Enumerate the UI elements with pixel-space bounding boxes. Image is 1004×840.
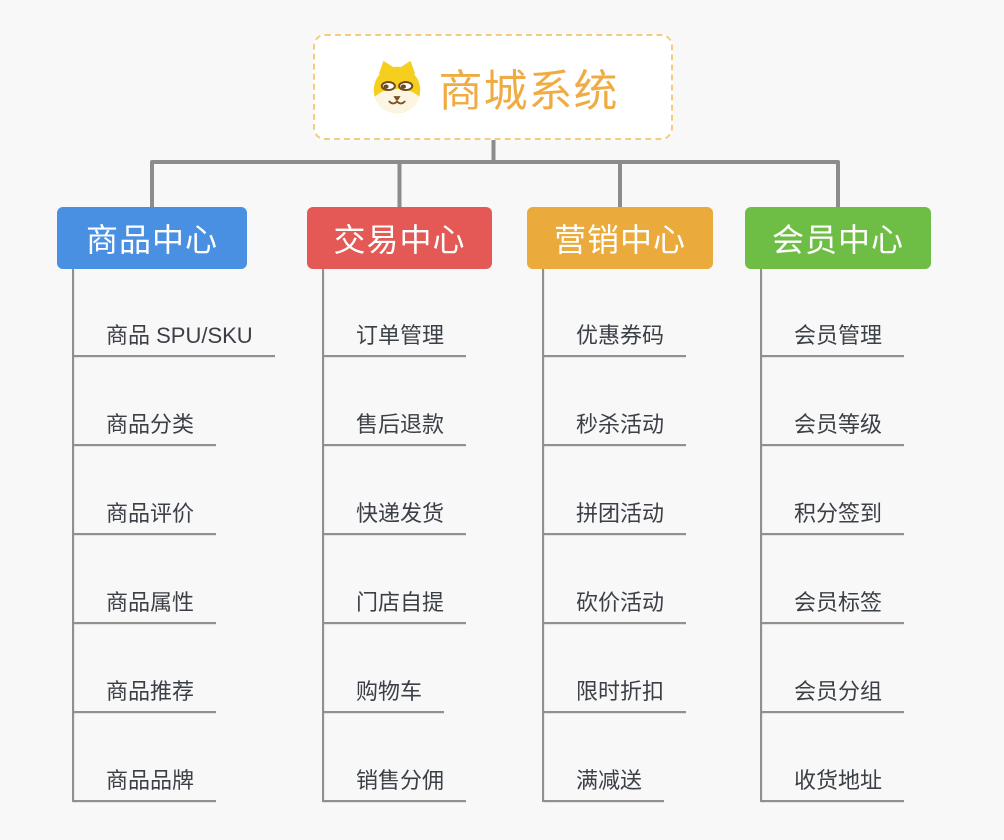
leaf-node[interactable]: 满减送 bbox=[544, 769, 665, 802]
branch-node-marketing-center[interactable]: 营销中心 bbox=[527, 207, 713, 269]
leaf-node[interactable]: 门店自提 bbox=[324, 591, 467, 624]
leaf-node[interactable]: 商品属性 bbox=[74, 591, 217, 624]
root-title: 商城系统 bbox=[438, 67, 619, 116]
leaf-node[interactable]: 销售分佣 bbox=[324, 769, 467, 802]
branch-node-product-center[interactable]: 商品中心 bbox=[57, 207, 247, 269]
leaf-node[interactable]: 收货地址 bbox=[762, 769, 905, 802]
leaf-node[interactable]: 会员等级 bbox=[762, 413, 905, 446]
leaf-node[interactable]: 商品品牌 bbox=[74, 769, 217, 802]
branch-node-trade-center[interactable]: 交易中心 bbox=[307, 207, 492, 269]
leaf-node[interactable]: 限时折扣 bbox=[544, 680, 687, 713]
leaf-node[interactable]: 商品推荐 bbox=[74, 680, 217, 713]
leaf-node[interactable]: 秒杀活动 bbox=[544, 413, 687, 446]
branch-spine-line bbox=[542, 269, 544, 802]
leaf-node[interactable]: 售后退款 bbox=[324, 413, 467, 446]
leaf-node[interactable]: 优惠券码 bbox=[544, 324, 687, 357]
branch-spine-line bbox=[760, 269, 762, 802]
leaf-node[interactable]: 会员管理 bbox=[762, 324, 905, 357]
root-node[interactable]: 商城系统 bbox=[313, 34, 673, 140]
branch-spine-line bbox=[72, 269, 74, 802]
leaf-node[interactable]: 商品 SPU/SKU bbox=[74, 324, 275, 357]
leaf-node[interactable]: 拼团活动 bbox=[544, 502, 687, 535]
leaf-node[interactable]: 快递发货 bbox=[324, 502, 467, 535]
leaf-node[interactable]: 购物车 bbox=[324, 680, 445, 713]
leaf-node[interactable]: 商品分类 bbox=[74, 413, 217, 446]
leaf-node[interactable]: 订单管理 bbox=[324, 324, 467, 357]
branch-spine-line bbox=[322, 269, 324, 802]
dog-face-icon bbox=[368, 58, 426, 116]
branch-node-member-center[interactable]: 会员中心 bbox=[745, 207, 931, 269]
leaf-node[interactable]: 商品评价 bbox=[74, 502, 217, 535]
leaf-node[interactable]: 会员分组 bbox=[762, 680, 905, 713]
leaf-node[interactable]: 会员标签 bbox=[762, 591, 905, 624]
leaf-node[interactable]: 砍价活动 bbox=[544, 591, 687, 624]
leaf-node[interactable]: 积分签到 bbox=[762, 502, 905, 535]
